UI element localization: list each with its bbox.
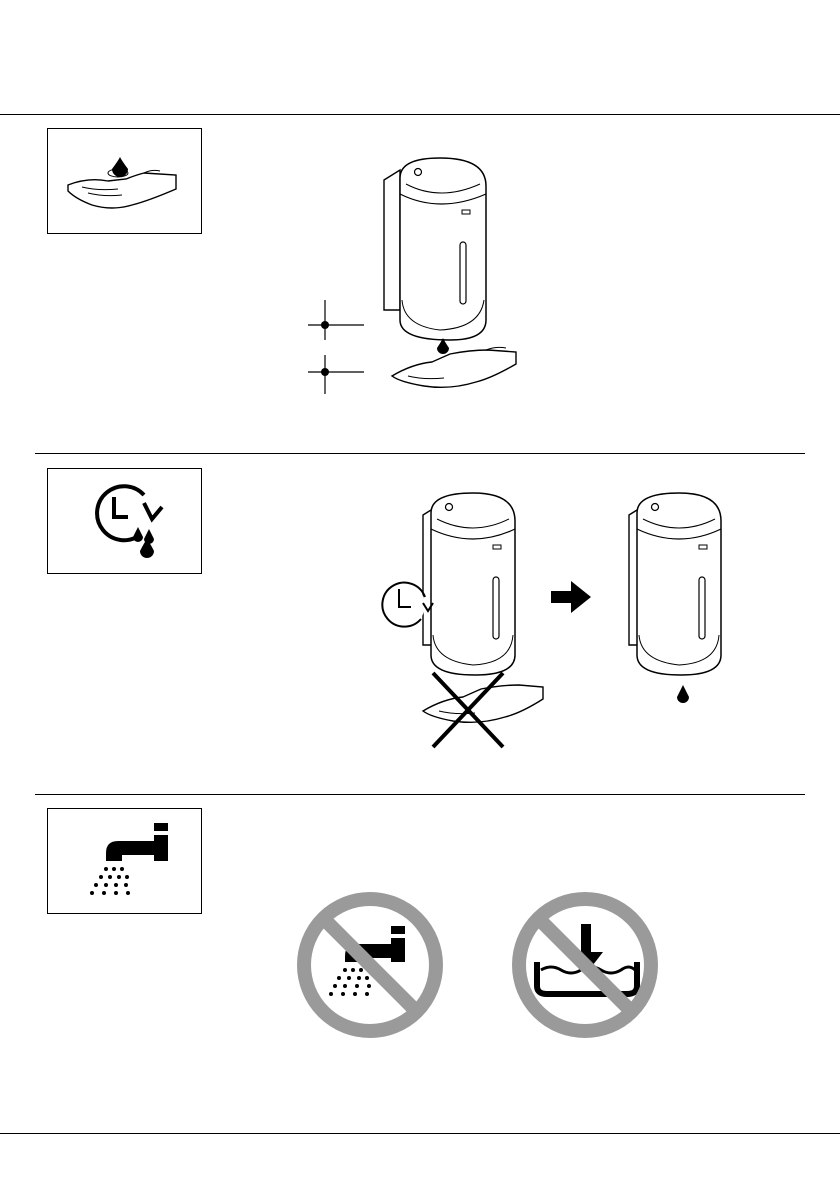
no-immersion-sign (519, 899, 651, 1031)
no-spray-no-immersion-signs (295, 890, 660, 1040)
water-tap-spray-icon (48, 809, 201, 913)
section-divider-2 (35, 794, 805, 795)
bottom-rule (0, 1133, 840, 1134)
hand-soap-drop-icon (48, 129, 201, 233)
timer-drops-icon-box (47, 468, 202, 574)
top-rule (0, 114, 840, 115)
water-tap-spray-icon-box (47, 808, 202, 914)
hand-soap-drop-icon-box (47, 128, 202, 234)
dispenser-timeout-single-drop (375, 485, 745, 755)
no-water-spray-sign (304, 899, 436, 1031)
section-divider-1 (35, 453, 805, 454)
dispenser-hand-detection (300, 150, 540, 400)
timer-drops-icon (48, 469, 201, 573)
